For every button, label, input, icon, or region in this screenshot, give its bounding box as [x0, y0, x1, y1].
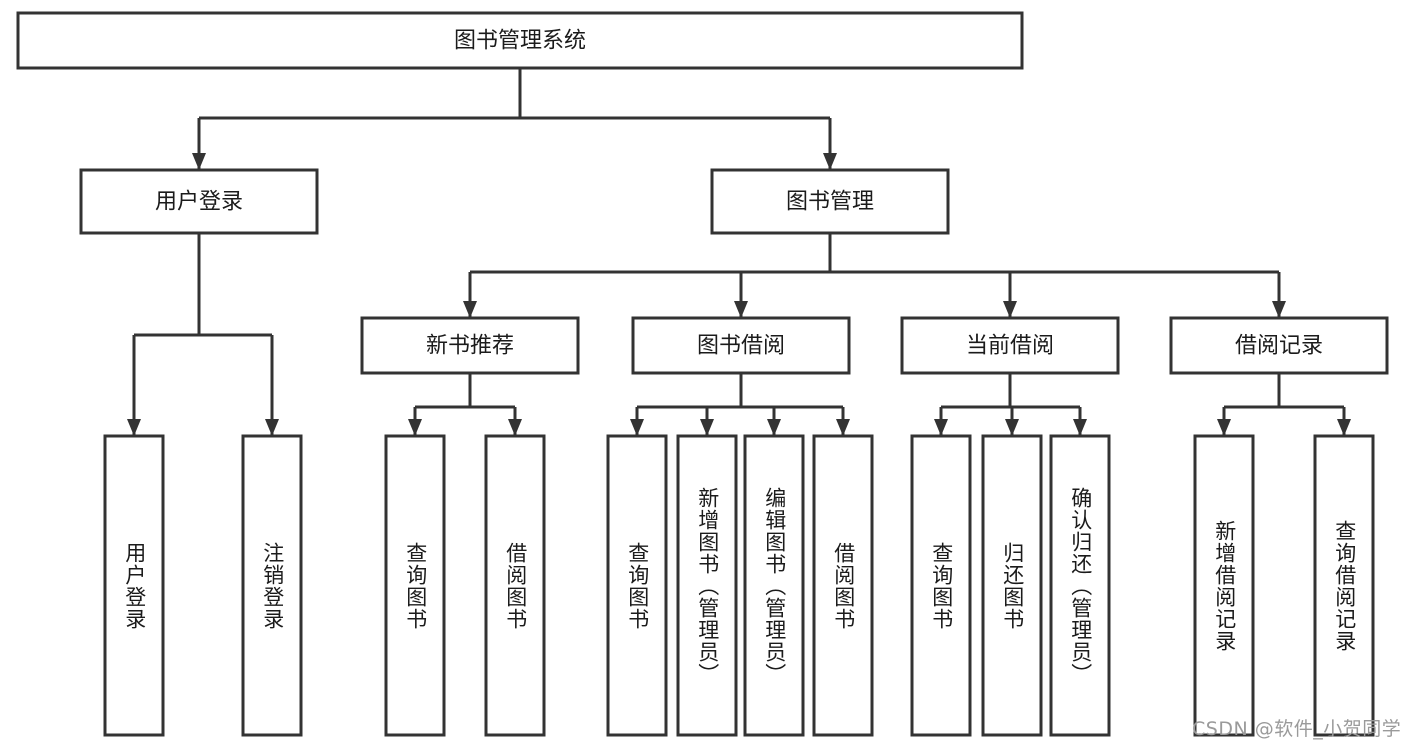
node-box-layer	[16, 11, 1389, 737]
root-fanout-arrow-0	[192, 153, 206, 170]
node-box-leaf-11[interactable]	[1193, 434, 1255, 737]
node-label-level2-1: 图书管理	[786, 190, 874, 215]
node-box-leaf-6[interactable]	[743, 434, 805, 737]
node-box-leaf-5[interactable]	[676, 434, 738, 737]
level3-2-fanout-arrow-1	[1005, 419, 1019, 436]
node-label-level2-0: 用户登录	[155, 190, 243, 215]
node-box-leaf-10[interactable]	[1049, 434, 1111, 737]
level3-0-fanout-arrow-0	[408, 419, 422, 436]
level3-1-fanout-arrow-1	[700, 419, 714, 436]
level3-1-fanout-arrow-3	[836, 419, 850, 436]
user-login-fanout-arrow-1	[265, 419, 279, 436]
level3-2-fanout-arrow-2	[1073, 419, 1087, 436]
node-box-leaf-4[interactable]	[606, 434, 668, 737]
node-box-leaf-8[interactable]	[910, 434, 972, 737]
connector-layer	[127, 68, 1351, 436]
user-login-fanout-arrow-0	[127, 419, 141, 436]
root-fanout-arrow-1	[823, 153, 837, 170]
node-box-level2-0[interactable]	[79, 168, 319, 235]
node-box-leaf-3[interactable]	[484, 434, 546, 737]
level3-1-fanout-arrow-0	[630, 419, 644, 436]
book-mgmt-fanout-arrow-2	[1003, 301, 1017, 318]
level3-2-fanout-arrow-0	[934, 419, 948, 436]
book-mgmt-fanout-arrow-3	[1272, 301, 1286, 318]
node-box-level3-3[interactable]	[1169, 316, 1389, 375]
node-box-level3-0[interactable]	[360, 316, 580, 375]
node-box-leaf-12[interactable]	[1313, 434, 1375, 737]
level3-1-fanout-arrow-2	[767, 419, 781, 436]
node-box-leaf-2[interactable]	[384, 434, 446, 737]
node-label-level3-1: 图书借阅	[697, 334, 785, 359]
book-mgmt-fanout-arrow-0	[463, 301, 477, 318]
node-box-leaf-0[interactable]	[103, 434, 165, 737]
node-box-root[interactable]	[16, 11, 1024, 70]
node-box-leaf-7[interactable]	[812, 434, 874, 737]
node-label-level3-2: 当前借阅	[966, 334, 1054, 359]
node-box-leaf-9[interactable]	[981, 434, 1043, 737]
csdn-watermark: CSDN @软件_小贺同学	[1192, 718, 1402, 740]
level3-3-fanout-arrow-0	[1217, 419, 1231, 436]
level3-3-fanout-arrow-1	[1337, 419, 1351, 436]
node-box-leaf-1[interactable]	[241, 434, 303, 737]
node-label-level3-0: 新书推荐	[426, 334, 514, 359]
node-label-root: 图书管理系统	[454, 29, 586, 54]
node-box-level3-1[interactable]	[631, 316, 851, 375]
node-label-level3-3: 借阅记录	[1235, 334, 1323, 359]
node-box-level3-2[interactable]	[900, 316, 1120, 375]
node-box-level2-1[interactable]	[710, 168, 950, 235]
book-mgmt-fanout-arrow-1	[734, 301, 748, 318]
level3-0-fanout-arrow-1	[508, 419, 522, 436]
